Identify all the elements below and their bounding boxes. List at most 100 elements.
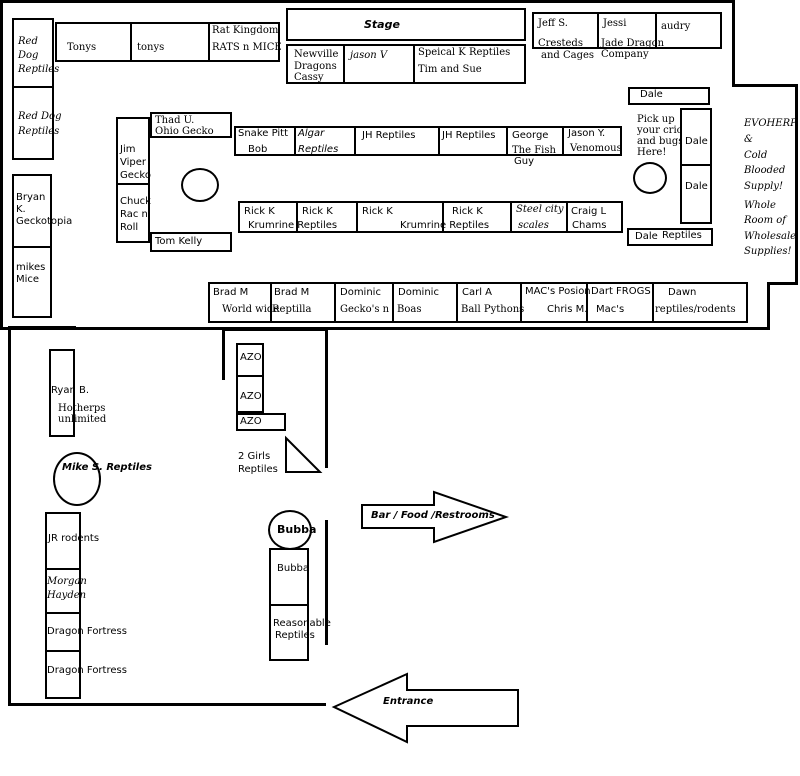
booth-label: Tim and Sue bbox=[418, 64, 482, 75]
booth-label: Dominic bbox=[340, 287, 381, 298]
booth-label: Rat Kingdom bbox=[212, 25, 279, 36]
booth-label: Rick K bbox=[452, 206, 483, 217]
booth-label: Carl A bbox=[462, 287, 493, 298]
booth-label: Algar bbox=[298, 128, 325, 139]
booth-bubba bbox=[269, 548, 309, 606]
left-arrow-icon bbox=[331, 672, 519, 744]
booth-dale-2 bbox=[680, 164, 712, 224]
wall-lower-bottom bbox=[8, 703, 326, 706]
wall-right-upper bbox=[732, 0, 735, 86]
booth-label: Ball Pythons bbox=[461, 304, 525, 315]
booth-divider bbox=[510, 201, 512, 233]
booth-label: Tom Kelly bbox=[155, 236, 203, 247]
booth-dale-top bbox=[628, 87, 710, 105]
booth-divider bbox=[652, 282, 654, 323]
pillar bbox=[633, 162, 667, 194]
booth-red-dog-2 bbox=[12, 86, 54, 160]
booth-label: Viper bbox=[120, 157, 147, 168]
booth-dragon-fortress-2 bbox=[45, 650, 81, 699]
right-arrow-icon bbox=[361, 490, 510, 544]
booth-dale-reptiles bbox=[627, 228, 713, 246]
booth-label: Jason Y. bbox=[568, 128, 606, 139]
booth-label: Craig L bbox=[571, 206, 607, 217]
booth-tom-kelly bbox=[150, 232, 232, 252]
booth-thad-u bbox=[150, 112, 232, 138]
booth-label: Chams bbox=[572, 220, 607, 231]
booth-label: Brad M bbox=[274, 287, 310, 298]
booth-row-upper bbox=[234, 126, 622, 156]
booth-label: Dale bbox=[635, 231, 658, 242]
booth-divider bbox=[438, 126, 440, 156]
booth-label: and Cages bbox=[541, 50, 595, 61]
entrance-label: Entrance bbox=[383, 696, 434, 707]
booth-label: Reptiles bbox=[662, 230, 702, 241]
booth-label: Thad U. bbox=[155, 115, 195, 126]
booth-label: Dale bbox=[685, 136, 708, 147]
evoherp-note: Supply! bbox=[744, 181, 783, 192]
wall-middle-bottom bbox=[0, 327, 770, 330]
booth-label: K. bbox=[16, 204, 26, 215]
booth-label: Gecko bbox=[120, 170, 151, 181]
booth-jeff-s bbox=[532, 12, 722, 49]
bar-food-restrooms-label: Bar / Food /Restrooms bbox=[371, 510, 495, 521]
booth-label: Venomous bbox=[570, 143, 622, 154]
booth-divider bbox=[392, 282, 394, 323]
booth-divider bbox=[334, 282, 336, 323]
booth-mikes-mice bbox=[12, 246, 52, 318]
booth-label: Guy bbox=[514, 156, 535, 167]
stage bbox=[286, 8, 526, 41]
booth-label: Snake Pitt bbox=[238, 128, 289, 139]
booth-label: Jeff S. bbox=[538, 18, 568, 29]
booth-divider bbox=[130, 22, 132, 62]
booth-label: Reptiles bbox=[18, 126, 60, 137]
booth-divider bbox=[356, 201, 358, 233]
booth-divider bbox=[270, 282, 272, 323]
booth-label: Krumrine Reptiles bbox=[400, 220, 490, 231]
booth-azo-1 bbox=[236, 343, 264, 377]
booth-label: Red Dog bbox=[18, 111, 62, 122]
booth-label: George bbox=[512, 130, 549, 141]
triangle-marker bbox=[285, 435, 323, 473]
evoherp-note: Supplies! bbox=[744, 246, 792, 257]
wall-inner-top bbox=[222, 328, 328, 331]
booth-divider bbox=[562, 126, 564, 156]
booth-label: JH Reptiles bbox=[442, 130, 496, 141]
booth-rat-kingdom bbox=[208, 22, 280, 62]
booth-label: World wide bbox=[222, 304, 280, 315]
booth-label: Newville bbox=[294, 49, 339, 60]
booth-label: Red bbox=[18, 36, 38, 47]
booth-row-lower bbox=[238, 201, 623, 233]
booth-label: The Fish bbox=[512, 145, 556, 156]
wall-inner-left bbox=[222, 330, 225, 380]
booth-label: Dale bbox=[685, 181, 708, 192]
wall-lower-left-top bbox=[8, 326, 76, 330]
booth-newville bbox=[286, 44, 526, 84]
booth-label: Dragons bbox=[294, 61, 337, 72]
booth-label: Krumrine Reptiles bbox=[248, 220, 338, 231]
booth-label: Speical K Reptiles bbox=[418, 47, 511, 58]
booth-label: jason V bbox=[350, 50, 388, 61]
wall-inner-right bbox=[325, 328, 328, 468]
booth-azo-3 bbox=[236, 413, 286, 431]
booth-label: AZO bbox=[240, 416, 262, 427]
pickup-note: and bugs bbox=[637, 136, 684, 147]
booth-label: Brad M bbox=[213, 287, 249, 298]
booth-label: JR rodents bbox=[48, 533, 100, 544]
booth-divider bbox=[597, 12, 599, 49]
evoherp-note: & bbox=[744, 134, 753, 145]
wall-right bbox=[795, 84, 798, 284]
evoherp-note: EVOHERP bbox=[744, 118, 797, 129]
booth-label: tonys bbox=[137, 42, 165, 53]
booth-label: Reptiles bbox=[275, 630, 315, 641]
booth-jr-rodents bbox=[45, 512, 81, 570]
stage-label: Stage bbox=[364, 18, 400, 31]
booth-divider bbox=[442, 201, 444, 233]
booth-label: 2 Girls bbox=[238, 451, 271, 462]
booth-label: reptiles/rodents bbox=[655, 304, 736, 315]
booth-label: Mice bbox=[16, 274, 40, 285]
wall-lower-left bbox=[8, 330, 11, 706]
booth-label: scales bbox=[518, 220, 549, 231]
booth-label: JH Reptiles bbox=[362, 130, 416, 141]
wall-right-lower-step bbox=[767, 282, 798, 285]
evoherp-note: Cold bbox=[744, 150, 768, 161]
